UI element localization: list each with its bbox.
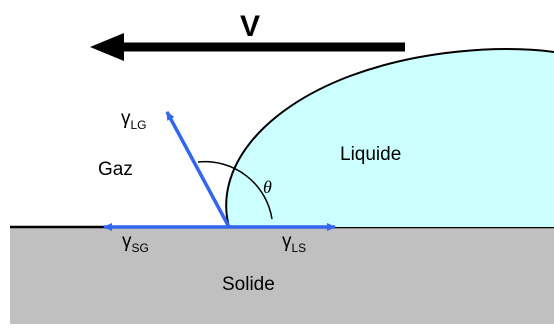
solid-substrate bbox=[10, 228, 554, 324]
gamma-lg-vector bbox=[165, 111, 231, 228]
gamma-ls-label: γLS bbox=[282, 231, 306, 255]
gamma-lg-subscript: LG bbox=[131, 118, 147, 132]
gamma-sg-symbol: γ bbox=[122, 231, 132, 252]
gamma-sg-label: γSG bbox=[122, 231, 149, 255]
liquid-label: Liquide bbox=[340, 144, 401, 165]
solid-label: Solide bbox=[222, 274, 275, 295]
contact-angle-arc bbox=[197, 160, 273, 220]
velocity-label: V bbox=[240, 10, 260, 43]
gas-label: Gaz bbox=[98, 159, 133, 180]
theta-label: θ bbox=[263, 177, 272, 197]
velocity-arrow bbox=[90, 33, 405, 61]
gamma-ls-symbol: γ bbox=[282, 231, 292, 252]
gamma-sg-subscript: SG bbox=[132, 241, 149, 255]
gamma-ls-subscript: LS bbox=[292, 241, 307, 255]
gamma-lg-symbol: γ bbox=[121, 108, 131, 129]
liquid-droplet bbox=[226, 49, 554, 227]
droplet-outline bbox=[225, 48, 554, 228]
gamma-lg-label: γLG bbox=[121, 108, 147, 132]
